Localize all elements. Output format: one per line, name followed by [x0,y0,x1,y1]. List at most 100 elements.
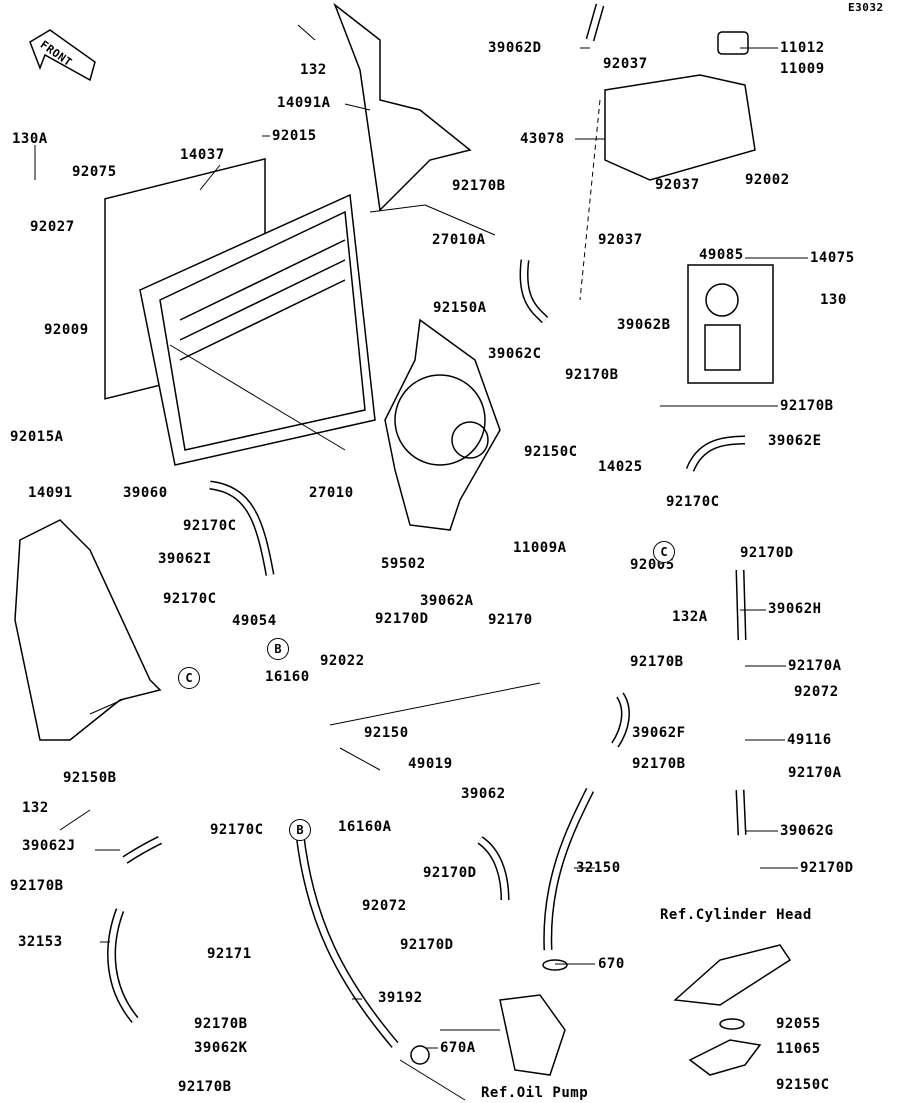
part-number-label: 16160A [338,819,392,835]
part-number-label: 39062F [632,725,686,741]
part-number-label: 92170B [194,1016,248,1032]
part-number-label: 11012 [780,40,825,56]
thermostat-housing-14075 [687,264,774,384]
part-number-label: 14091 [28,485,73,501]
part-number-label: 39062B [617,317,671,333]
reference-label: Ref.Cylinder Head [660,907,812,923]
part-number-label: 92170D [423,865,477,881]
part-number-label: 92150 [364,725,409,741]
part-number-label: 92170B [178,1079,232,1095]
part-number-label: 92171 [207,946,252,962]
part-number-label: 92170B [630,654,684,670]
part-number-label: 670A [440,1040,476,1056]
part-number-label: 59502 [381,556,426,572]
part-number-label: 132 [22,800,49,816]
part-number-label: 92037 [655,177,700,193]
part-number-label: 92170 [488,612,533,628]
part-number-label: 92170B [452,178,506,194]
part-number-label: 39062G [780,823,834,839]
part-number-label: 92170A [788,658,842,674]
front-arrow-icon [29,29,96,82]
hoses-inner [108,4,746,1047]
part-number-label: 14037 [180,147,225,163]
part-number-label: 92022 [320,653,365,669]
part-number-label: 92170C [183,518,237,534]
part-number-label: 92055 [776,1016,821,1032]
cylinder-head-ref [673,944,792,1076]
part-number-label: 92037 [603,56,648,72]
part-number-label: 92072 [794,684,839,700]
part-number-label: 92150C [776,1077,830,1093]
part-number-label: 39062C [488,346,542,362]
part-number-label: 670 [598,956,625,972]
part-number-label: 92170D [800,860,854,876]
part-number-label: 49054 [232,613,277,629]
part-number-label: 92037 [598,232,643,248]
part-number-label: 92170D [375,611,429,627]
part-number-label: 92015A [10,429,64,445]
part-number-label: 92170B [10,878,64,894]
reference-circle-c: C [653,541,675,563]
diagram-code: E3032 [848,1,884,14]
part-number-label: 14025 [598,459,643,475]
part-number-label: 39062D [488,40,542,56]
part-number-label: 11009A [513,540,567,556]
reference-circle-b: B [289,819,311,841]
part-number-label: 92170B [565,367,619,383]
part-number-label: 92170C [163,591,217,607]
part-number-label: 43078 [520,131,565,147]
part-number-label: 130 [820,292,847,308]
shroud-14091 [14,519,162,741]
part-number-label: 39062 [461,786,506,802]
part-number-label: 92027 [30,219,75,235]
part-number-label: 92002 [745,172,790,188]
part-number-label: 39192 [378,990,423,1006]
part-number-label: 92072 [362,898,407,914]
part-number-label: 14075 [810,250,855,266]
part-number-label: 39062J [22,838,76,854]
part-number-label: 39060 [123,485,168,501]
part-number-label: 32153 [18,934,63,950]
part-number-label: 92009 [44,322,89,338]
part-number-label: 11065 [776,1041,821,1057]
part-number-label: 49085 [699,247,744,263]
part-number-label: 132A [672,609,708,625]
part-number-label: 92075 [72,164,117,180]
part-number-label: 92150B [63,770,117,786]
part-number-label: 92170D [400,937,454,953]
part-number-label: 27010A [432,232,486,248]
reference-circle-b: B [267,638,289,660]
part-number-label: 39062I [158,551,212,567]
part-number-label: 132 [300,62,327,78]
part-number-label: 92015 [272,128,317,144]
part-number-label: 92170C [210,822,264,838]
part-number-label: 92170D [740,545,794,561]
leader-lines [34,24,808,1101]
part-number-label: 49116 [787,732,832,748]
part-number-label: 14091A [277,95,331,111]
part-number-label: 39062E [768,433,822,449]
part-number-label: 92170A [788,765,842,781]
part-number-label: 32150 [576,860,621,876]
part-number-label: 92170B [632,756,686,772]
part-number-label: 92170B [780,398,834,414]
part-number-label: 92150A [433,300,487,316]
part-number-label: 39062A [420,593,474,609]
water-pump [410,959,745,1076]
part-number-label: 11009 [780,61,825,77]
part-number-label: 27010 [309,485,354,501]
bracket-14091A [333,2,472,212]
part-number-label: 39062H [768,601,822,617]
reservoir-43078 [604,31,756,181]
radiator [104,157,376,466]
fan-shroud-59502 [384,318,501,531]
reference-label: Ref.Oil Pump [481,1085,589,1101]
part-number-label: 92170C [666,494,720,510]
part-number-label: 92150C [524,444,578,460]
part-number-label: 16160 [265,669,310,685]
part-number-label: 39062K [194,1040,248,1056]
reference-circle-c: C [178,667,200,689]
part-number-label: 49019 [408,756,453,772]
